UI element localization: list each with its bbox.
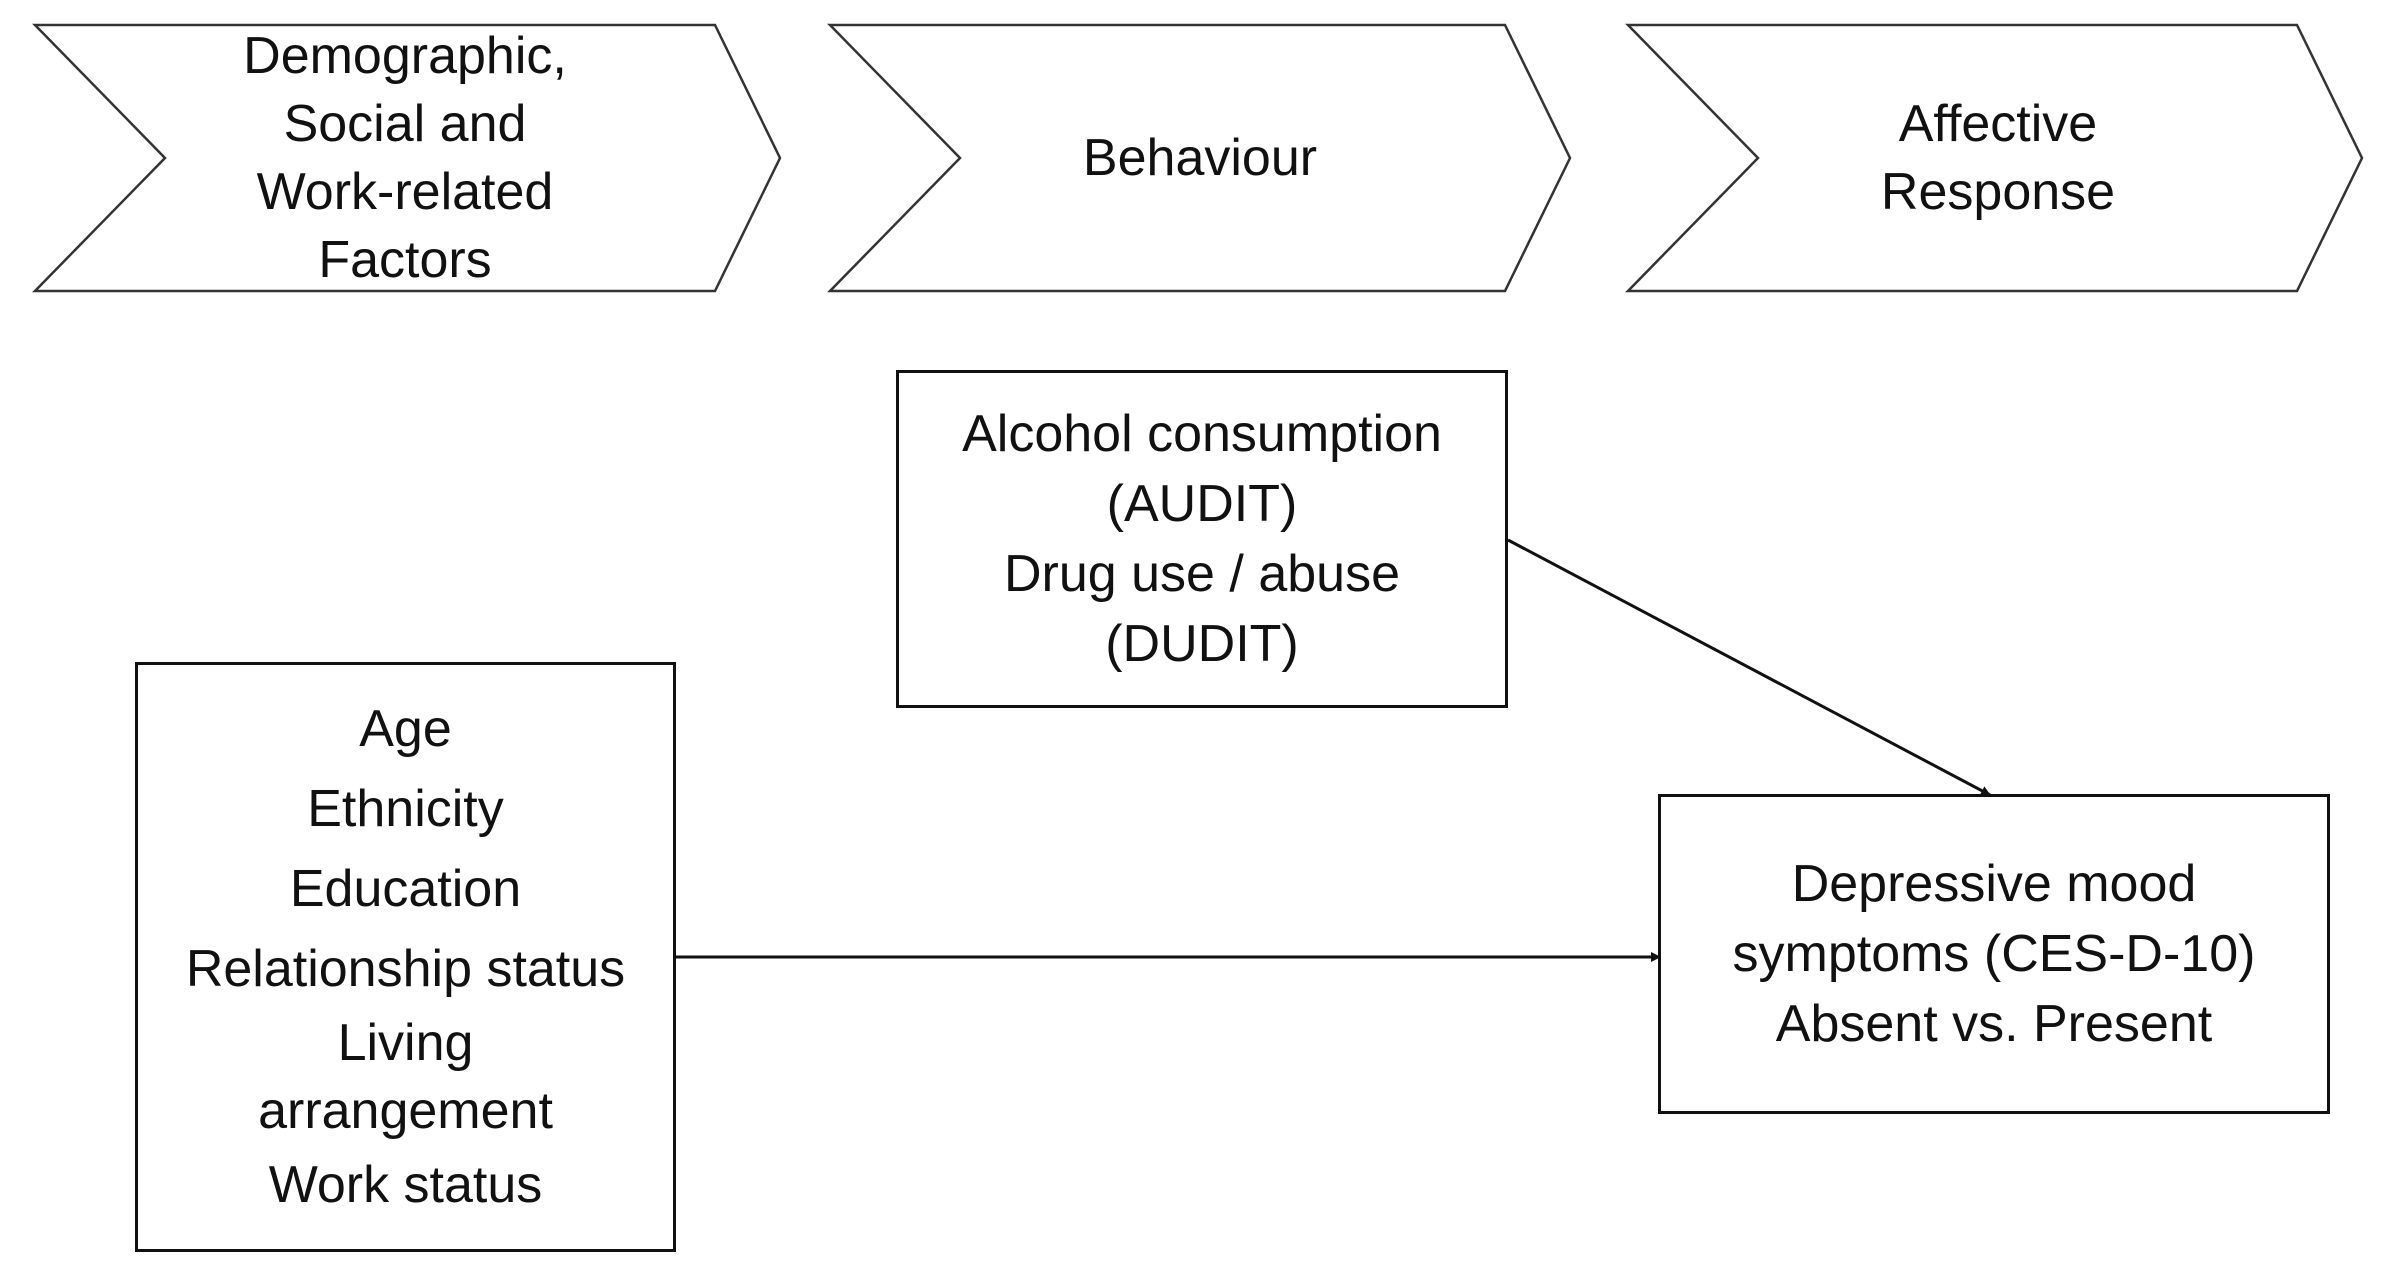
outcome-measure: symptoms (CES-D-10) <box>1732 925 2256 983</box>
factors-box: Age Ethnicity Education Relationship sta… <box>135 662 676 1252</box>
stage-chevron-factors <box>32 23 782 293</box>
alcohol-label: Alcohol consumption <box>962 405 1442 463</box>
stage-chevron-behaviour <box>827 23 1572 293</box>
stage-label-line: Factors <box>318 231 492 289</box>
stage-label-factors: Demographic, Social and Work-related Fac… <box>165 25 645 291</box>
behaviour-measures-box: Alcohol consumption (AUDIT) Drug use / a… <box>896 370 1508 708</box>
stage-label-line: Demographic, <box>243 27 567 85</box>
stage-label-line: Social and <box>283 95 527 153</box>
factor-item: arrangement <box>258 1082 553 1140</box>
stage-label-line: Affective <box>1898 95 2098 153</box>
drug-label: Drug use / abuse <box>1003 545 1401 603</box>
factor-item: Work status <box>268 1156 543 1214</box>
stage-label-line: Response <box>1880 163 2116 221</box>
stage-label-line: Work-related <box>256 163 554 221</box>
outcome-title: Depressive mood <box>1791 855 2197 913</box>
factor-item: Education <box>289 860 522 918</box>
factor-item: Age <box>359 700 452 758</box>
factor-item: Ethnicity <box>307 780 504 838</box>
arrow-behaviour-to-outcome <box>1507 538 1991 797</box>
drug-measure: (DUDIT) <box>1105 615 1299 673</box>
factor-item: Living <box>337 1014 474 1072</box>
stage-label-line: Behaviour <box>1082 129 1318 187</box>
stage-label-behaviour: Behaviour <box>960 25 1440 291</box>
factor-item: Relationship status <box>185 940 626 998</box>
outcome-box: Depressive mood symptoms (CES-D-10) Abse… <box>1658 794 2330 1114</box>
stage-label-affective: Affective Response <box>1758 25 2238 291</box>
stage-chevron-affective <box>1625 23 2364 293</box>
outcome-categories: Absent vs. Present <box>1775 995 2213 1053</box>
alcohol-measure: (AUDIT) <box>1106 475 1298 533</box>
